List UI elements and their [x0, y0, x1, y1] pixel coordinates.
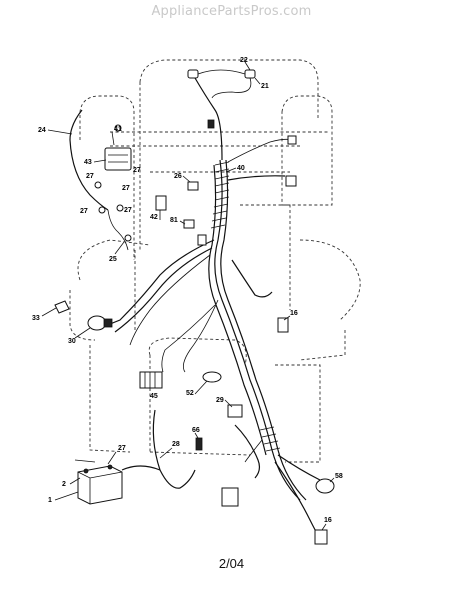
callout-28: 28 — [172, 441, 180, 448]
plug-45-part — [139, 371, 163, 389]
callout-1: 1 — [48, 497, 52, 504]
main-harness — [69, 77, 321, 536]
callout-27: 27 — [122, 185, 130, 192]
callout-26: 26 — [174, 173, 182, 180]
callout-81: 81 — [170, 217, 178, 224]
callout-30: 30 — [68, 338, 76, 345]
terminal-part — [114, 124, 122, 132]
terminal-part — [94, 181, 102, 189]
switch-16-lower-part — [314, 529, 328, 545]
callout-27: 27 — [133, 167, 141, 174]
callout-52: 52 — [186, 390, 194, 397]
callout-27: 27 — [80, 208, 88, 215]
switch-30-part — [87, 315, 107, 331]
connector-42-part — [155, 195, 167, 211]
callout-16: 16 — [290, 310, 298, 317]
terminal-part — [98, 206, 106, 214]
ignition-switch-part — [104, 147, 132, 171]
seat-switch-left-part — [187, 69, 199, 79]
callout-58: 58 — [335, 473, 343, 480]
date-code: 2/04 — [218, 556, 245, 571]
callout-22: 22 — [240, 57, 248, 64]
connector-part — [287, 135, 297, 145]
callout-43: 43 — [84, 159, 92, 166]
terminal-part — [116, 204, 124, 212]
callout-25: 25 — [109, 256, 117, 263]
socket-58-part — [315, 478, 335, 494]
callout-66: 66 — [192, 427, 200, 434]
callout-42: 42 — [150, 214, 158, 221]
callout-21: 21 — [261, 83, 269, 90]
callout-27: 27 — [124, 207, 132, 214]
callout-33: 33 — [32, 315, 40, 322]
callout-27: 27 — [118, 445, 126, 452]
callout-24: 24 — [38, 127, 46, 134]
connector-part — [197, 234, 207, 246]
terminal-25-part — [124, 234, 132, 242]
connector-40-part — [285, 175, 297, 187]
fuse-66-part — [195, 437, 203, 451]
tractor-outline — [69, 59, 361, 463]
module-part — [221, 487, 239, 507]
callout-29: 29 — [216, 397, 224, 404]
solenoid-29-part — [227, 404, 243, 418]
watermark: AppliancePartsPros.com — [151, 4, 312, 19]
switch-16-part — [277, 317, 289, 333]
callout-27: 27 — [86, 173, 94, 180]
clip-33-part — [54, 300, 70, 314]
fuse-52-part — [202, 371, 222, 383]
callout-40: 40 — [237, 165, 245, 172]
callout-45: 45 — [150, 393, 158, 400]
callout-16: 16 — [324, 517, 332, 524]
callouts: 22 21 24 41 43 27 27 27 27 27 40 26 42 8… — [32, 57, 343, 531]
callout-2: 2 — [62, 481, 66, 488]
connector-part — [207, 119, 215, 129]
connector-81-part — [183, 219, 195, 229]
connector-26-part — [187, 181, 199, 191]
callout-41: 41 — [114, 126, 122, 133]
battery-part — [77, 464, 123, 505]
components — [54, 69, 335, 545]
seat-switch-right-part — [244, 69, 256, 79]
switch-30-plug-part — [103, 318, 113, 328]
